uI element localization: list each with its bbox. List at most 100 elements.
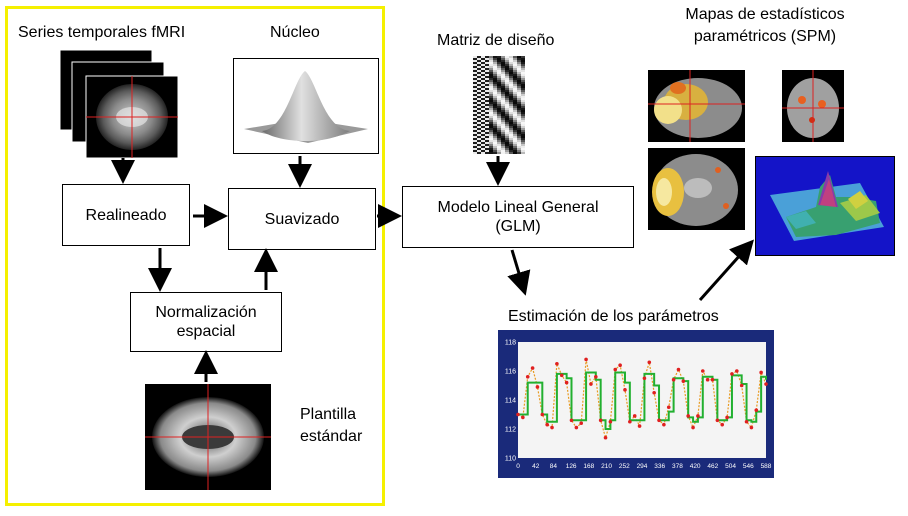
observed-data-point — [540, 412, 545, 417]
design-matrix-cell — [513, 76, 518, 79]
design-matrix-cell — [485, 132, 490, 135]
design-matrix-cell — [473, 62, 478, 65]
observed-data-point — [555, 361, 559, 366]
kernel-image — [233, 58, 379, 154]
design-matrix-cell — [473, 112, 478, 115]
design-matrix-cell — [505, 102, 510, 105]
design-matrix-cell — [513, 90, 518, 93]
design-matrix-cell — [473, 118, 478, 121]
design-matrix-cell — [497, 150, 502, 153]
design-matrix-cell — [505, 146, 510, 149]
design-matrix-cell — [477, 116, 482, 119]
design-matrix-cell — [513, 98, 518, 101]
design-matrix-cell — [493, 96, 498, 99]
design-matrix-cell — [501, 88, 506, 91]
design-matrix-cell — [517, 122, 522, 125]
design-matrix-cell — [505, 74, 510, 77]
design-matrix-cell — [501, 86, 506, 89]
design-matrix-cell — [481, 72, 486, 75]
design-matrix-cell — [513, 150, 518, 153]
design-matrix-cell — [521, 116, 525, 119]
observed-data-point — [618, 363, 622, 367]
design-matrix-cell — [497, 80, 502, 83]
design-matrix-cell — [473, 104, 478, 107]
design-matrix-cell — [497, 142, 502, 145]
design-matrix-cell — [501, 90, 506, 93]
design-matrix-cell — [489, 110, 494, 113]
design-matrix-cell — [513, 74, 518, 77]
design-matrix-cell — [501, 102, 506, 105]
design-matrix-cell — [485, 104, 490, 107]
mapas-label-line2: paramétricos (SPM) — [693, 28, 837, 45]
series-label: Series temporales fMRI — [18, 24, 186, 41]
design-matrix-cell — [477, 124, 482, 127]
design-matrix-cell — [481, 78, 486, 81]
design-matrix-cell — [493, 130, 498, 133]
design-matrix-cell — [509, 112, 514, 115]
design-matrix-cell — [501, 152, 506, 154]
design-matrix-cell — [513, 138, 518, 141]
design-matrix-cell — [517, 72, 522, 75]
design-matrix-cell — [509, 64, 514, 67]
design-matrix-cell — [505, 118, 510, 121]
design-matrix-cell — [493, 118, 498, 121]
design-matrix-cell — [517, 112, 522, 115]
design-matrix-cell — [509, 98, 514, 101]
observed-data-point — [613, 367, 618, 372]
design-matrix-cell — [521, 88, 525, 91]
design-matrix-cell — [489, 98, 494, 101]
design-matrix-cell — [517, 78, 522, 81]
design-matrix-cell — [493, 144, 498, 147]
x-tick-label: 252 — [619, 463, 630, 470]
observed-data-point — [637, 424, 642, 428]
design-matrix-cell — [513, 142, 518, 145]
design-matrix-cell — [489, 60, 494, 63]
design-matrix-cell — [481, 56, 486, 59]
observed-data-point — [564, 380, 569, 385]
design-matrix-cell — [509, 144, 514, 147]
design-matrix-cell — [493, 88, 498, 91]
design-matrix-cell — [513, 106, 518, 109]
design-matrix-cell — [521, 144, 525, 147]
design-matrix-cell — [517, 60, 522, 63]
design-matrix-cell — [513, 84, 518, 87]
design-matrix-cell — [521, 134, 525, 137]
design-matrix-cell — [477, 148, 482, 151]
design-matrix-cell — [489, 108, 494, 111]
design-matrix-cell — [497, 126, 502, 129]
design-matrix-cell — [501, 106, 506, 109]
design-matrix-cell — [509, 76, 514, 79]
design-matrix-cell — [505, 88, 510, 91]
design-matrix-cell — [509, 140, 514, 143]
design-matrix-cell — [513, 124, 518, 127]
design-matrix-cell — [485, 106, 490, 109]
design-matrix-cell — [517, 140, 522, 143]
design-matrix-cell — [505, 84, 510, 87]
design-matrix-cell — [513, 140, 518, 143]
design-matrix-cell — [505, 62, 510, 65]
design-matrix-cell — [485, 100, 490, 103]
design-matrix-cell — [497, 64, 502, 67]
design-matrix-cell — [505, 90, 510, 93]
design-matrix-cell — [481, 120, 486, 123]
design-matrix-cell — [489, 78, 494, 81]
design-matrix-cell — [481, 134, 486, 137]
design-matrix-cell — [473, 86, 478, 89]
design-matrix-cell — [473, 114, 478, 117]
design-matrix-cell — [521, 64, 525, 67]
design-matrix-cell — [497, 128, 502, 131]
design-matrix-cell — [497, 86, 502, 89]
design-matrix-cell — [521, 68, 525, 71]
design-matrix-cell — [521, 104, 525, 107]
design-matrix-cell — [497, 110, 502, 113]
design-matrix-cell — [489, 118, 494, 121]
preprocessing-frame — [5, 6, 385, 506]
design-matrix-cell — [473, 58, 478, 61]
design-matrix-cell — [513, 68, 518, 71]
design-matrix-cell — [489, 122, 494, 125]
normalizacion-box: Normalización espacial — [130, 292, 282, 352]
design-matrix-cell — [489, 90, 494, 93]
design-matrix-cell — [497, 88, 502, 91]
design-matrix-cell — [493, 82, 498, 85]
design-matrix-cell — [517, 98, 522, 101]
